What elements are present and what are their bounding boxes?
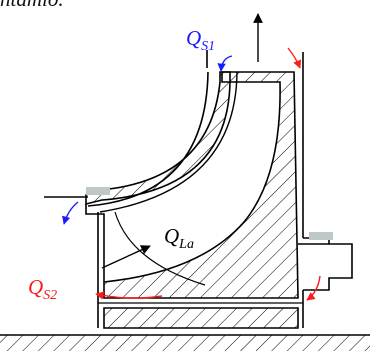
inlet-leak-arrow [62,201,79,225]
pump-casing [97,50,353,328]
casing-liner [87,71,209,207]
q-la-flow-arc [114,211,206,286]
q-s1-label: QS1 [186,26,215,54]
q-s1-flow-arrow [217,55,233,72]
shaft-sleeve [103,307,299,329]
flow-passage-line [99,71,238,213]
q-la-arrow [101,245,151,269]
top-text-fragment: ntamio. [0,0,64,12]
front-seal-ring [86,187,110,195]
impeller-hub [103,71,299,299]
back-leak-arrow [306,275,321,301]
outlet-leak-arrow [287,47,302,69]
back-seal-ring [309,232,333,240]
q-s2-flow-arrow [95,291,163,300]
q-la-label: QLa [164,224,194,252]
q-s2-label: QS2 [28,275,57,303]
inlet-step [85,204,105,282]
shaft-cut-strip [0,334,370,351]
